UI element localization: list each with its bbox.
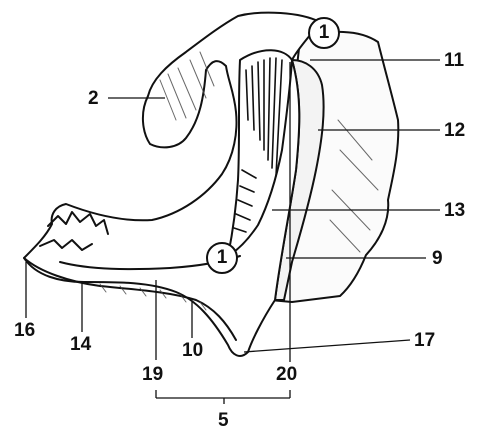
callout-circle-top-label: 1 — [319, 22, 330, 44]
callout-circle-mid: 1 — [206, 242, 238, 274]
label-16: 16 — [14, 321, 35, 340]
label-11: 11 — [444, 51, 464, 70]
label-5: 5 — [218, 411, 229, 430]
label-19: 19 — [142, 365, 163, 384]
label-10: 10 — [182, 341, 203, 360]
label-9: 9 — [432, 249, 443, 268]
label-17: 17 — [414, 331, 435, 350]
label-2: 2 — [88, 89, 99, 108]
label-13: 13 — [444, 201, 465, 220]
callout-circle-top: 1 — [308, 17, 340, 49]
label-14: 14 — [70, 335, 91, 354]
callout-circle-mid-label: 1 — [217, 247, 228, 269]
label-20: 20 — [276, 365, 297, 384]
label-12: 12 — [444, 121, 465, 140]
